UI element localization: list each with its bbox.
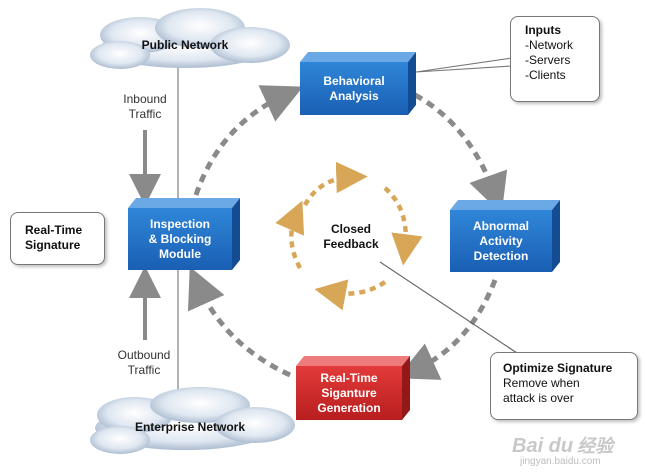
optimize-line-1: Remove when bbox=[503, 376, 580, 390]
generation-line-3: Generation bbox=[317, 401, 381, 415]
closed-feedback-label: Closed Feedback bbox=[310, 222, 392, 252]
inspection-line-3: Module bbox=[159, 247, 201, 261]
center-line-1: Closed bbox=[330, 222, 371, 236]
abnormal-detection-label: Abnormal Activity Detection bbox=[450, 219, 552, 264]
cycle-arrow-to-generation bbox=[396, 279, 498, 380]
inspection-module-label: Inspection & Blocking Module bbox=[128, 217, 232, 262]
watermark-logo-text: Bai du bbox=[512, 435, 574, 457]
inbound-traffic-label: Inbound Traffic bbox=[110, 92, 180, 122]
optimize-line-2: attack is over bbox=[503, 391, 574, 405]
inputs-callout: Inputs -Network -Servers -Clients bbox=[510, 16, 600, 102]
inbound-line-1: Inbound bbox=[123, 92, 167, 106]
abnormal-detection-box bbox=[450, 200, 560, 272]
behavioral-line-1: Behavioral bbox=[323, 74, 385, 88]
enterprise-network-cloud bbox=[90, 387, 295, 454]
enterprise-network-label: Enterprise Network bbox=[134, 420, 246, 434]
signature-generation-label: Real-Time Siganture Generation bbox=[296, 371, 402, 416]
outbound-line-1: Outbound bbox=[117, 348, 171, 362]
optimize-title: Optimize Signature bbox=[503, 361, 613, 375]
public-network-label: Public Network bbox=[141, 38, 229, 52]
cycle-arrow-to-inspection bbox=[187, 266, 292, 378]
optimize-callout-pointer bbox=[379, 261, 521, 356]
inputs-clients: -Clients bbox=[525, 68, 566, 82]
cycle-arrows bbox=[187, 85, 508, 380]
rt-signature-line-2: Signature bbox=[25, 238, 81, 252]
cycle-arrow-to-abnormal bbox=[413, 92, 508, 214]
generation-line-2: Siganture bbox=[321, 386, 377, 400]
inbound-line-2: Traffic bbox=[128, 107, 162, 121]
watermark-cn-text: 经验 bbox=[577, 436, 614, 456]
inspection-module-box bbox=[128, 198, 240, 270]
generation-line-1: Real-Time bbox=[320, 371, 378, 385]
cycle-arrow-to-behavioral bbox=[193, 85, 304, 196]
behavioral-analysis-box bbox=[300, 52, 416, 115]
optimize-signature-callout: Optimize Signature Remove when attack is… bbox=[490, 352, 638, 420]
inputs-servers: -Servers bbox=[525, 53, 571, 67]
outbound-line-2: Traffic bbox=[127, 363, 161, 377]
inspection-line-1: Inspection bbox=[149, 217, 210, 231]
abnormal-line-3: Detection bbox=[473, 249, 529, 263]
abnormal-line-2: Activity bbox=[479, 234, 523, 248]
rt-signature-line-1: Real-Time bbox=[25, 223, 83, 237]
signature-generation-box bbox=[296, 356, 410, 420]
realtime-signature-callout: Real-Time Signature bbox=[10, 212, 105, 265]
inputs-callout-pointer bbox=[415, 57, 513, 73]
feedback-loop bbox=[275, 161, 423, 311]
inputs-title: Inputs bbox=[525, 23, 561, 37]
public-network-cloud bbox=[90, 8, 290, 69]
behavioral-line-2: Analysis bbox=[329, 89, 379, 103]
center-line-2: Feedback bbox=[323, 237, 379, 251]
behavioral-analysis-label: Behavioral Analysis bbox=[300, 74, 408, 104]
baidu-watermark-url: jingyan.baidu.com bbox=[520, 456, 601, 467]
inspection-line-2: & Blocking bbox=[148, 232, 212, 246]
inputs-network: -Network bbox=[525, 38, 574, 52]
outbound-traffic-label: Outbound Traffic bbox=[108, 348, 180, 378]
abnormal-line-1: Abnormal bbox=[472, 219, 529, 233]
